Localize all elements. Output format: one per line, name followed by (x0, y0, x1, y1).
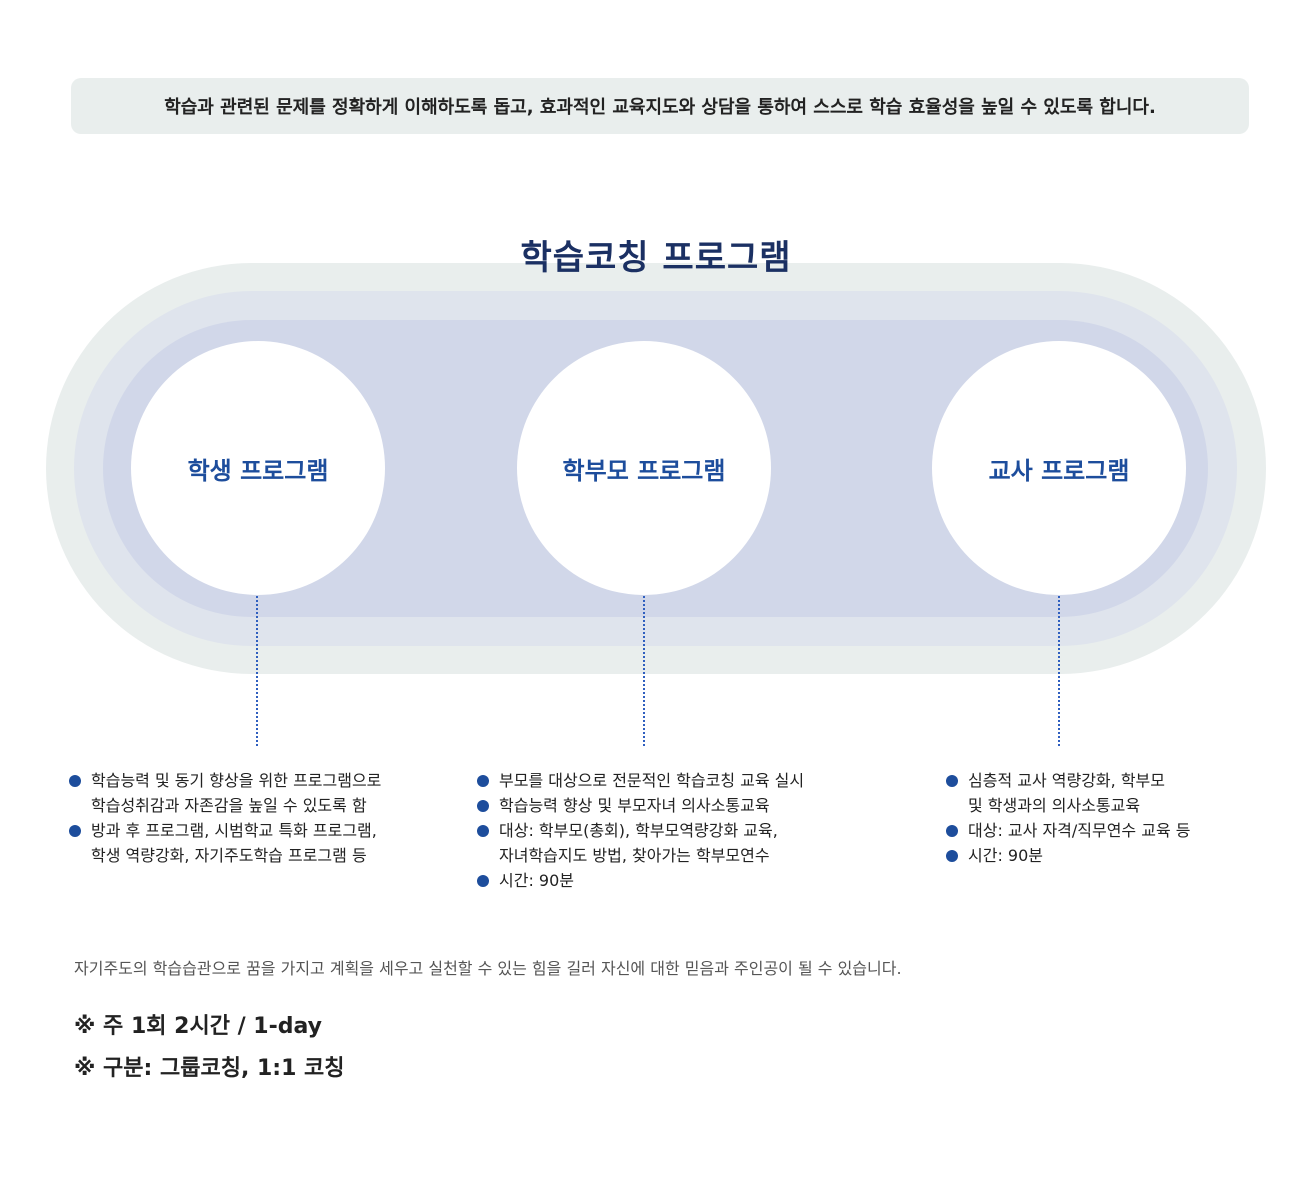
program-circle-student: 학생 프로그램 (131, 341, 385, 595)
bullet-text: 시간: 90분 (968, 846, 1043, 865)
bullet-text: 부모를 대상으로 전문적인 학습코칭 교육 실시 (499, 771, 805, 790)
bullet-text: 심층적 교사 역량강화, 학부모 및 학생과의 의사소통교육 (968, 771, 1165, 815)
bullet-dot-icon (69, 825, 81, 837)
program-name: 학부모 프로그램 (562, 456, 726, 485)
note-type: ※ 구분: 그룹코칭, 1:1 코칭 (74, 1056, 345, 1081)
student-bullet-list: 학습능력 및 동기 향상을 위한 프로그램으로 학습성취감과 자존감을 높일 수… (69, 768, 381, 868)
teacher-bullet-list: 심층적 교사 역량강화, 학부모 및 학생과의 의사소통교육 대상: 교사 자격… (946, 768, 1191, 868)
bullet-text: 학습능력 향상 및 부모자녀 의사소통교육 (499, 796, 770, 815)
list-item: 방과 후 프로그램, 시범학교 특화 프로그램, 학생 역량강화, 자기주도학습… (69, 818, 381, 868)
list-item: 시간: 90분 (946, 843, 1191, 868)
bullet-text: 학습능력 및 동기 향상을 위한 프로그램으로 학습성취감과 자존감을 높일 수… (91, 771, 382, 815)
bullet-dot-icon (477, 775, 489, 787)
list-item: 학습능력 및 동기 향상을 위한 프로그램으로 학습성취감과 자존감을 높일 수… (69, 768, 381, 818)
bullet-dot-icon (477, 875, 489, 887)
bullet-text: 대상: 교사 자격/직무연수 교육 등 (968, 821, 1191, 840)
connector-student (256, 596, 258, 746)
program-name: 학생 프로그램 (187, 456, 329, 485)
intro-banner: 학습과 관련된 문제를 정확하게 이해하도록 돕고, 효과적인 교육지도와 상담… (71, 78, 1249, 134)
footer-summary: 자기주도의 학습습관으로 꿈을 가지고 계획을 세우고 실천할 수 있는 힘을 … (74, 959, 902, 978)
bullet-dot-icon (946, 825, 958, 837)
program-circle-parent: 학부모 프로그램 (517, 341, 771, 595)
bullet-dot-icon (477, 800, 489, 812)
list-item: 시간: 90분 (477, 868, 804, 893)
bullet-text: 시간: 90분 (499, 871, 574, 890)
connector-parent (643, 596, 645, 746)
parent-bullet-list: 부모를 대상으로 전문적인 학습코칭 교육 실시 학습능력 향상 및 부모자녀 … (477, 768, 804, 893)
bullet-dot-icon (946, 775, 958, 787)
list-item: 대상: 학부모(총회), 학부모역량강화 교육, 자녀학습지도 방법, 찾아가는… (477, 818, 804, 868)
bullet-text: 대상: 학부모(총회), 학부모역량강화 교육, 자녀학습지도 방법, 찾아가는… (499, 821, 778, 865)
program-circle-teacher: 교사 프로그램 (932, 341, 1186, 595)
connector-teacher (1058, 596, 1060, 746)
bullet-dot-icon (69, 775, 81, 787)
bullet-text: 방과 후 프로그램, 시범학교 특화 프로그램, 학생 역량강화, 자기주도학습… (91, 821, 377, 865)
bullet-dot-icon (946, 850, 958, 862)
bullet-dot-icon (477, 825, 489, 837)
list-item: 대상: 교사 자격/직무연수 교육 등 (946, 818, 1191, 843)
note-schedule: ※ 주 1회 2시간 / 1-day (74, 1014, 322, 1039)
list-item: 부모를 대상으로 전문적인 학습코칭 교육 실시 (477, 768, 804, 793)
diagram-title: 학습코칭 프로그램 (520, 238, 792, 278)
list-item: 심층적 교사 역량강화, 학부모 및 학생과의 의사소통교육 (946, 768, 1191, 818)
program-name: 교사 프로그램 (988, 456, 1130, 485)
list-item: 학습능력 향상 및 부모자녀 의사소통교육 (477, 793, 804, 818)
